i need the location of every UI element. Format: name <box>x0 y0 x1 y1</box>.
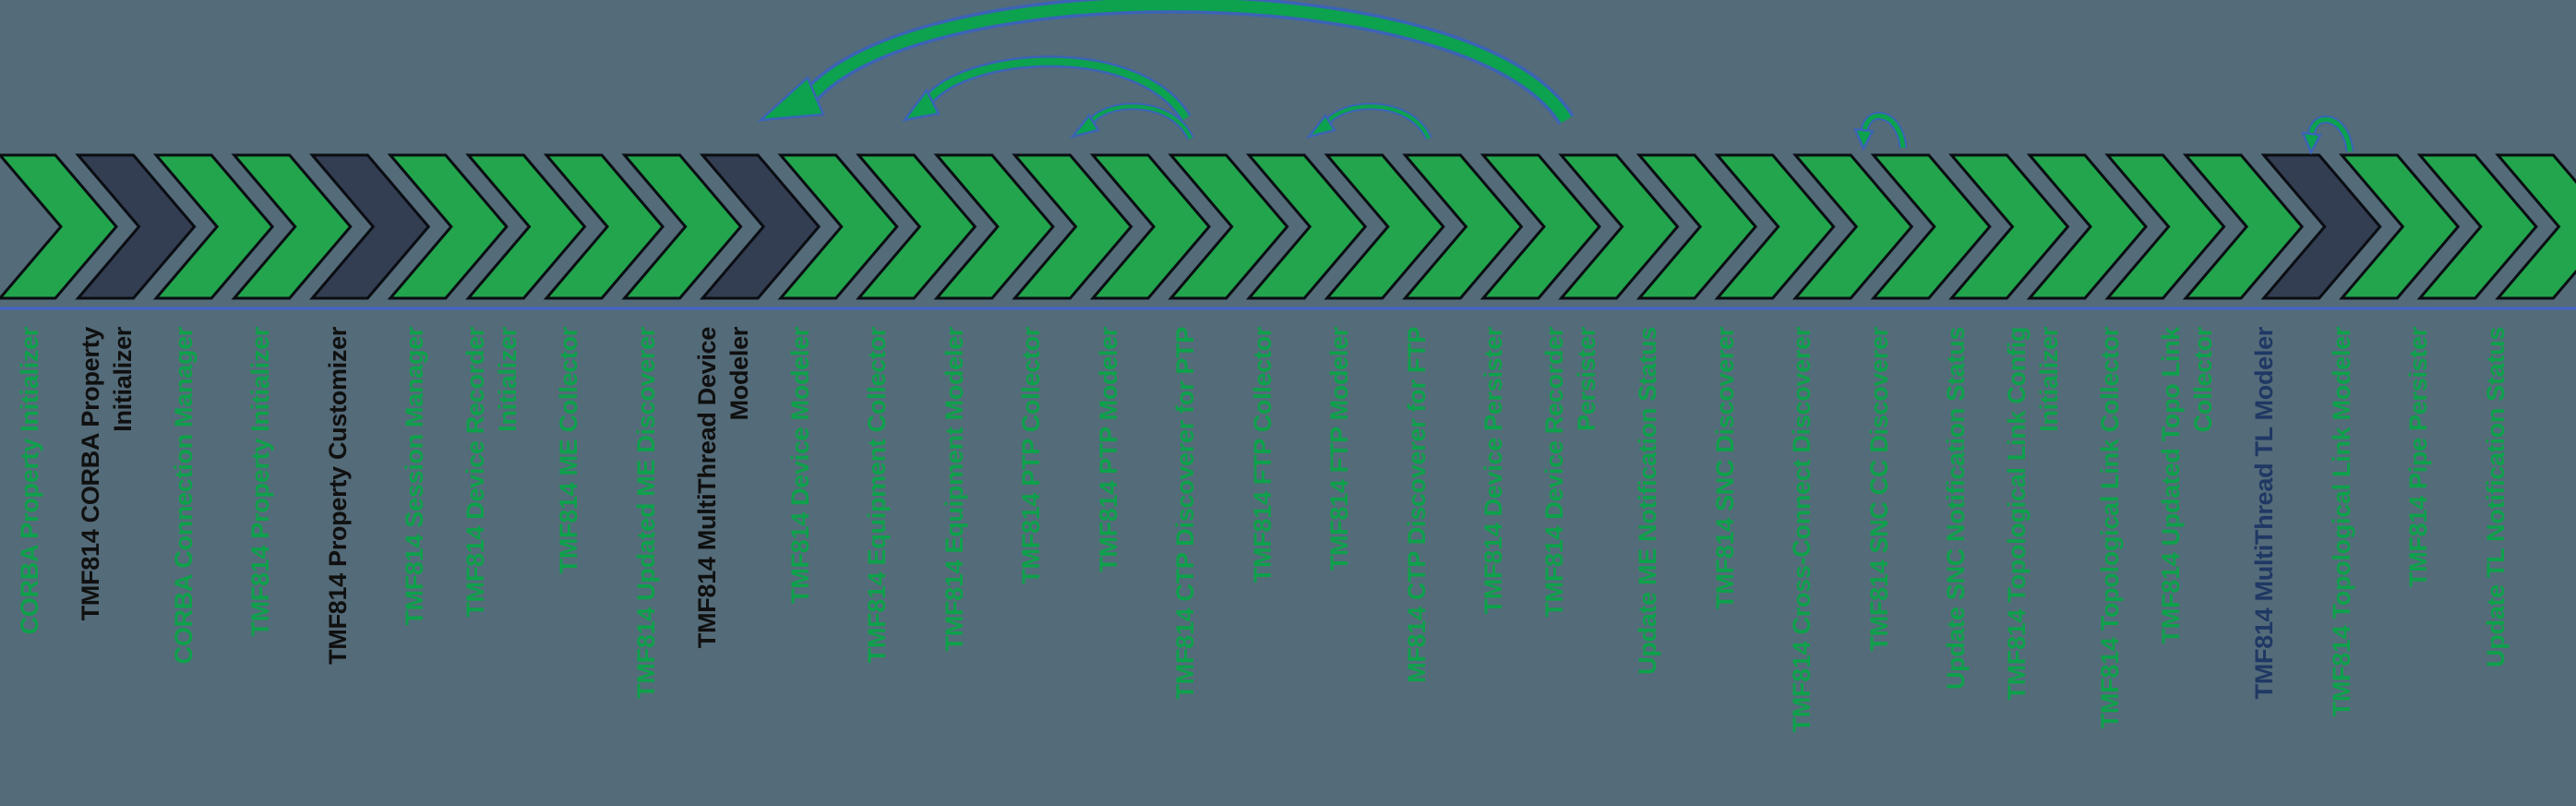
chevron-step <box>1402 153 1524 300</box>
chevron-step <box>1791 153 1914 300</box>
loopback-arrow-small-1-ribbon <box>1087 104 1192 139</box>
chevron-step <box>543 153 665 300</box>
chevron-step <box>856 153 977 300</box>
chevron-step <box>1012 153 1133 300</box>
loopback-arrow-medium-head-icon <box>902 88 941 122</box>
loopback-arrow-tiny-1-head-icon <box>1853 127 1875 151</box>
loopback-arrow-tiny-2-head-icon <box>2301 131 2322 155</box>
chevron-step <box>2104 153 2226 300</box>
loopback-arrow-small-1-head-icon <box>1069 113 1100 139</box>
loopback-arrow-small-2-head-icon <box>1305 113 1336 139</box>
chevron-step <box>2416 153 2538 300</box>
loopback-arrow-small-2-ribbon <box>1324 104 1431 139</box>
loopback-arrow-large-ribbon <box>806 0 1572 124</box>
loopback-arrow-large <box>757 0 1575 126</box>
chevron-step <box>1714 153 1836 300</box>
chevron-step <box>465 153 587 300</box>
loopback-arrow-medium-ribbon <box>928 57 1190 121</box>
chevron-step <box>1635 153 1758 300</box>
chevron-step <box>231 153 353 300</box>
chevron-step <box>1089 153 1212 300</box>
chevron-step <box>1168 153 1289 300</box>
loopback-arrow-large-head-icon <box>757 75 825 122</box>
chevron-step <box>309 153 431 300</box>
chevron-step <box>1245 153 1368 300</box>
chevron-step <box>933 153 1055 300</box>
loopback-arrow-small-2 <box>1305 102 1432 140</box>
chevron-step <box>777 153 899 300</box>
chevron-step <box>152 153 275 300</box>
chevron-step <box>621 153 743 300</box>
loopback-arrow-small-1 <box>1069 102 1194 140</box>
loopback-arrow-tiny-2 <box>2301 115 2354 155</box>
chevron-step <box>2182 153 2305 300</box>
chevron-step <box>2339 153 2461 300</box>
chevron-step <box>1558 153 1680 300</box>
chevron-step <box>699 153 821 300</box>
chevron-step <box>1870 153 1992 300</box>
loopback-arrow-tiny-1-ribbon <box>1862 114 1906 149</box>
chevron-step <box>2495 153 2576 300</box>
chevron-step <box>1480 153 1601 300</box>
chevron-step <box>387 153 509 300</box>
loopback-arrow-tiny-2-ribbon <box>2308 117 2353 152</box>
chevron-step <box>75 153 197 300</box>
chevron-step <box>1324 153 1445 300</box>
chevron-step <box>0 153 118 300</box>
loopback-arrow-medium <box>902 55 1192 122</box>
loopback-arrows <box>757 0 2354 155</box>
chevron-band <box>0 153 2576 300</box>
chevron-step <box>1948 153 2070 300</box>
loopback-arrow-tiny-1 <box>1853 112 1908 151</box>
chevron-step <box>2026 153 2148 300</box>
chevron-step <box>2260 153 2382 300</box>
